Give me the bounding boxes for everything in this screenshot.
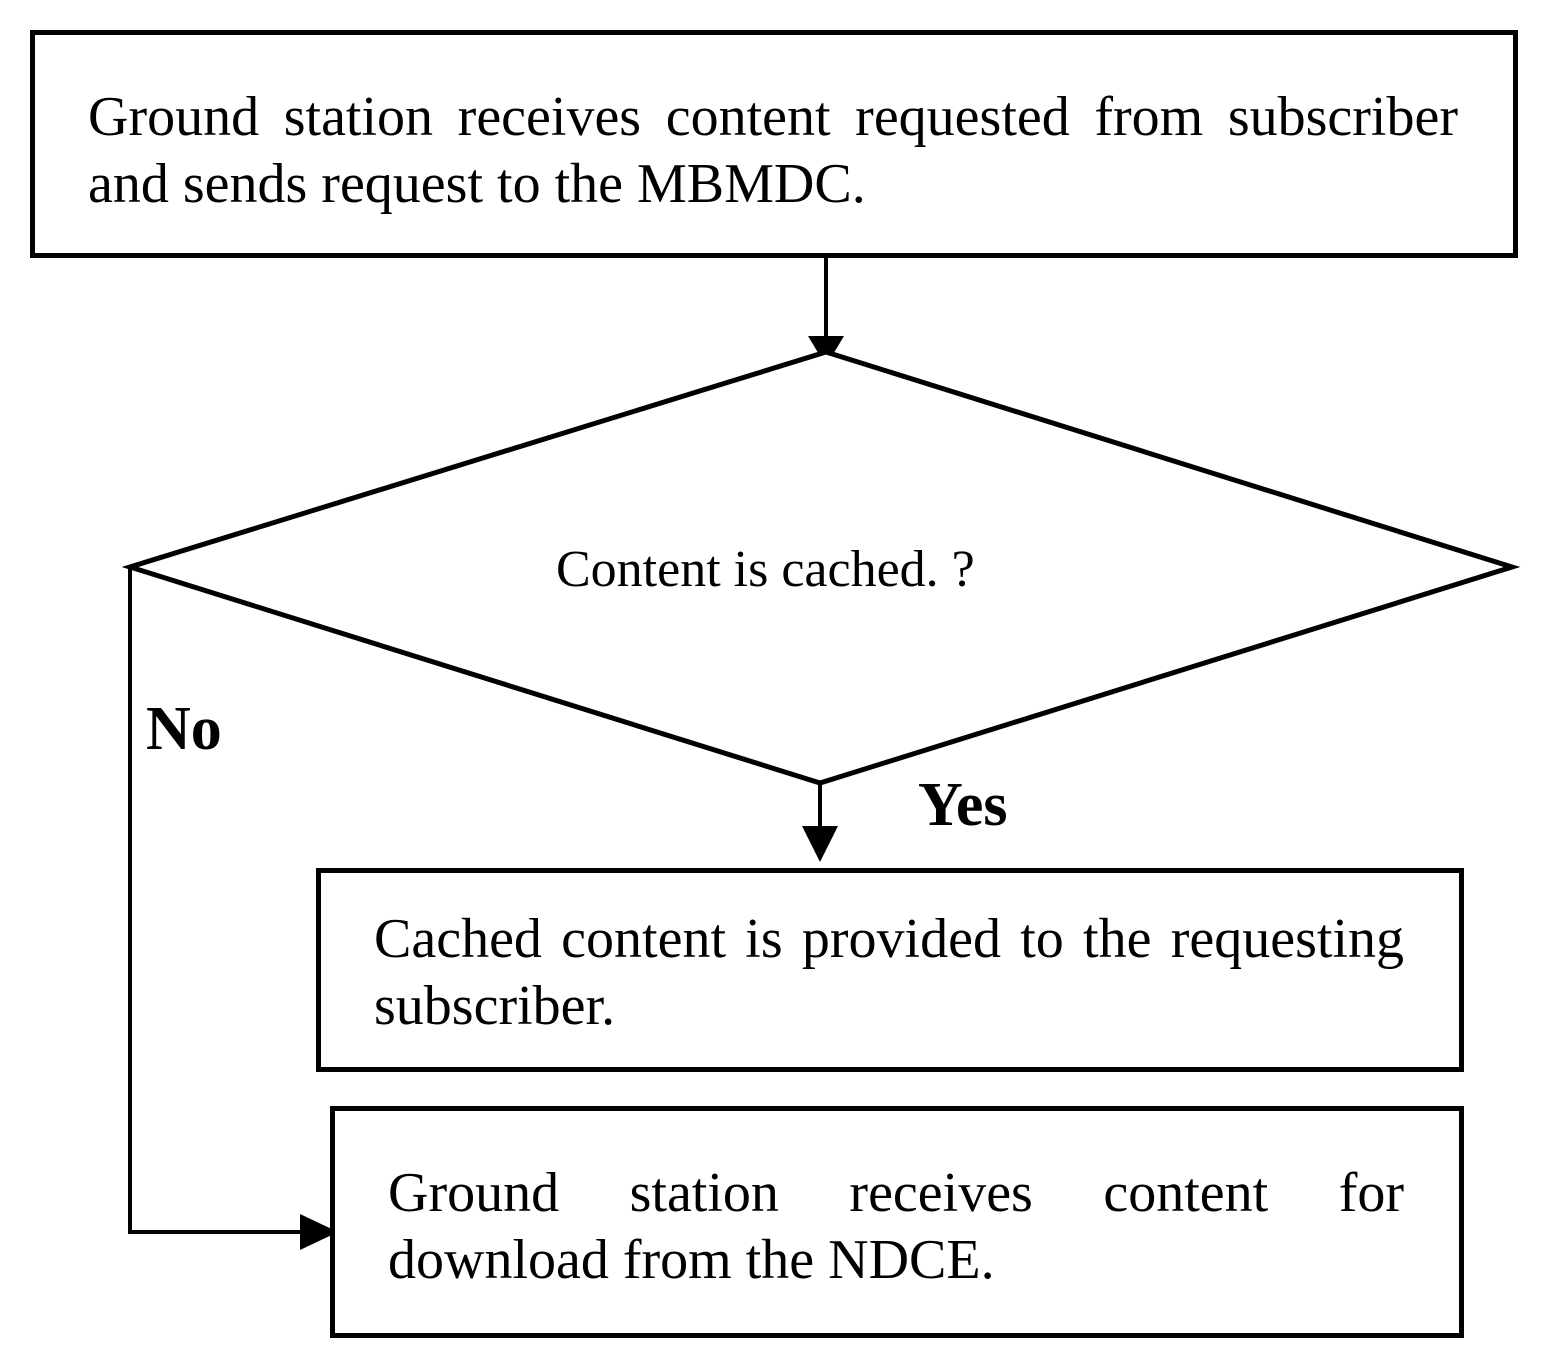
decision-text: Content is cached. ? xyxy=(556,541,975,598)
download-content-text: Ground station receives content for down… xyxy=(388,1162,1404,1291)
arrowhead-yes-to-cached xyxy=(802,826,838,862)
yes-branch-label: Yes xyxy=(918,771,1008,839)
no-branch-label: No xyxy=(146,695,222,763)
cached-content-text: Cached content is provided to the reques… xyxy=(374,908,1404,1037)
arrow-no-to-download xyxy=(128,567,305,1234)
start-process-text: Ground station receives content requeste… xyxy=(88,86,1458,215)
cached-content-box xyxy=(316,868,1464,1072)
arrowhead-no-to-download xyxy=(300,1214,338,1250)
start-process-box xyxy=(30,30,1518,258)
download-content-box xyxy=(330,1106,1464,1338)
